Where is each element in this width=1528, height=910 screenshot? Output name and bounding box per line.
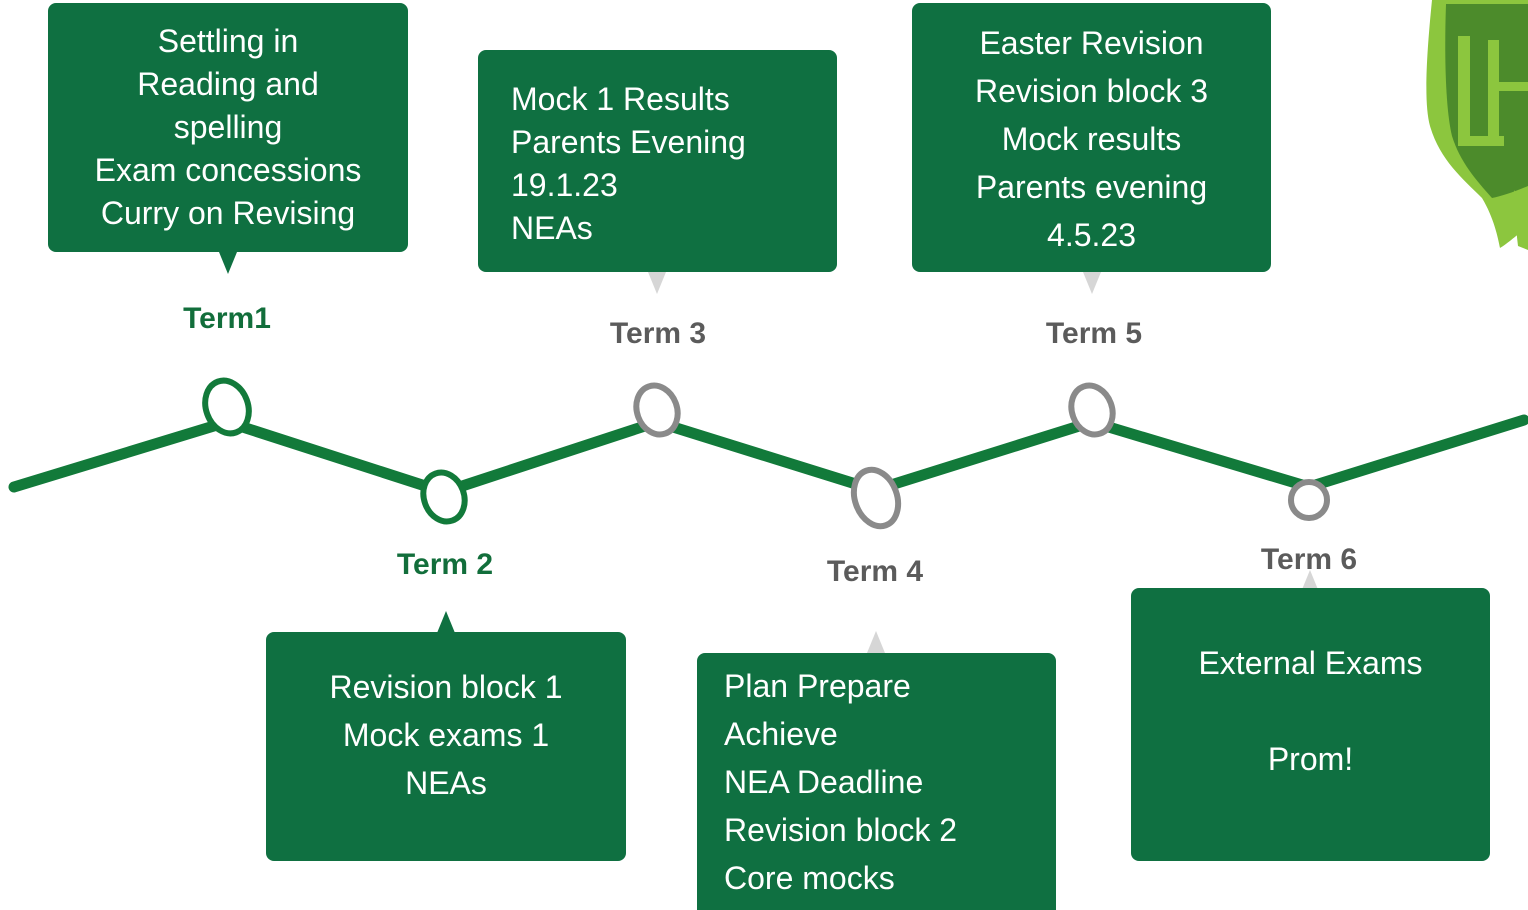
term-1-line-1: Settling in xyxy=(157,23,299,59)
term-5-line-5: 4.5.23 xyxy=(1047,217,1136,253)
term-5-line-4: Parents evening xyxy=(975,169,1208,205)
term-3-line-2: Parents Evening xyxy=(511,124,746,160)
term-6-node xyxy=(1288,479,1330,521)
term-2-box: Revision block 1 Mock exams 1 NEAs xyxy=(266,632,626,861)
term-5-line-2: Revision block 3 xyxy=(975,73,1208,109)
timeline-zigzag xyxy=(8,414,1528,498)
term-5-line-1: Easter Revision xyxy=(979,25,1204,61)
term-4-line-4: Revision block 2 xyxy=(724,812,957,848)
term-5-line-3: Mock results xyxy=(1001,121,1182,157)
term-1-line-5: Curry on Revising xyxy=(100,195,356,231)
crest-letter-l-stem xyxy=(1458,36,1470,146)
term-6-pointer xyxy=(1301,570,1319,592)
term-6-line-2 xyxy=(1131,687,1490,735)
term-4-line-3: NEA Deadline xyxy=(724,764,924,800)
term-6-line-3: Prom! xyxy=(1267,741,1354,777)
crest-leaf xyxy=(1514,190,1528,250)
term-4-label: Term 4 xyxy=(826,555,924,588)
term-4-pointer xyxy=(867,631,885,653)
term-6-line-1: External Exams xyxy=(1198,645,1423,681)
term-2-line-1: Revision block 1 xyxy=(329,669,563,705)
term-3-line-1: Mock 1 Results xyxy=(511,81,730,117)
term-1-label: Term1 xyxy=(183,302,271,335)
term-2-line-2: Mock exams 1 xyxy=(342,717,550,753)
term-4-line-2: Achieve xyxy=(724,716,838,752)
term-4-node xyxy=(850,466,902,530)
term-1-line-3: spelling xyxy=(173,109,283,145)
term-3-line-3: 19.1.23 xyxy=(511,167,618,203)
term-3-line-4: NEAs xyxy=(511,210,593,246)
term-1-line-4: Exam concessions xyxy=(94,152,362,188)
term-4-box: Plan Prepare Achieve NEA Deadline Revisi… xyxy=(697,653,1056,910)
term-1-node xyxy=(202,377,252,437)
term-2-label: Term 2 xyxy=(396,548,494,581)
term-2-line-3: NEAs xyxy=(405,765,487,801)
term-3-label: Term 3 xyxy=(609,317,707,350)
term-1-line-2: Reading and xyxy=(137,66,319,102)
term-3-box: Mock 1 Results Parents Evening 19.1.23 N… xyxy=(478,50,837,272)
school-crest-logo xyxy=(1426,0,1528,250)
crest-letter-l-foot xyxy=(1458,136,1504,146)
term-2-pointer xyxy=(437,611,455,633)
term-1-pointer xyxy=(219,252,237,274)
term-3-pointer xyxy=(648,272,666,294)
term-3-node xyxy=(633,382,681,438)
term-5-box: Easter Revision Revision block 3 Mock re… xyxy=(912,3,1271,272)
term-5-label: Term 5 xyxy=(1045,317,1143,350)
term-4-line-1: Plan Prepare xyxy=(724,668,911,704)
term-2-node xyxy=(420,469,468,525)
term-6-box: External Exams Prom! xyxy=(1131,588,1490,861)
term-5-node xyxy=(1068,382,1116,438)
term-5-pointer xyxy=(1083,272,1101,294)
crest-letter-h-bar xyxy=(1488,82,1528,91)
term-4-line-5: Core mocks xyxy=(724,860,895,896)
term-1-box: Settling in Reading and spelling Exam co… xyxy=(48,3,408,252)
